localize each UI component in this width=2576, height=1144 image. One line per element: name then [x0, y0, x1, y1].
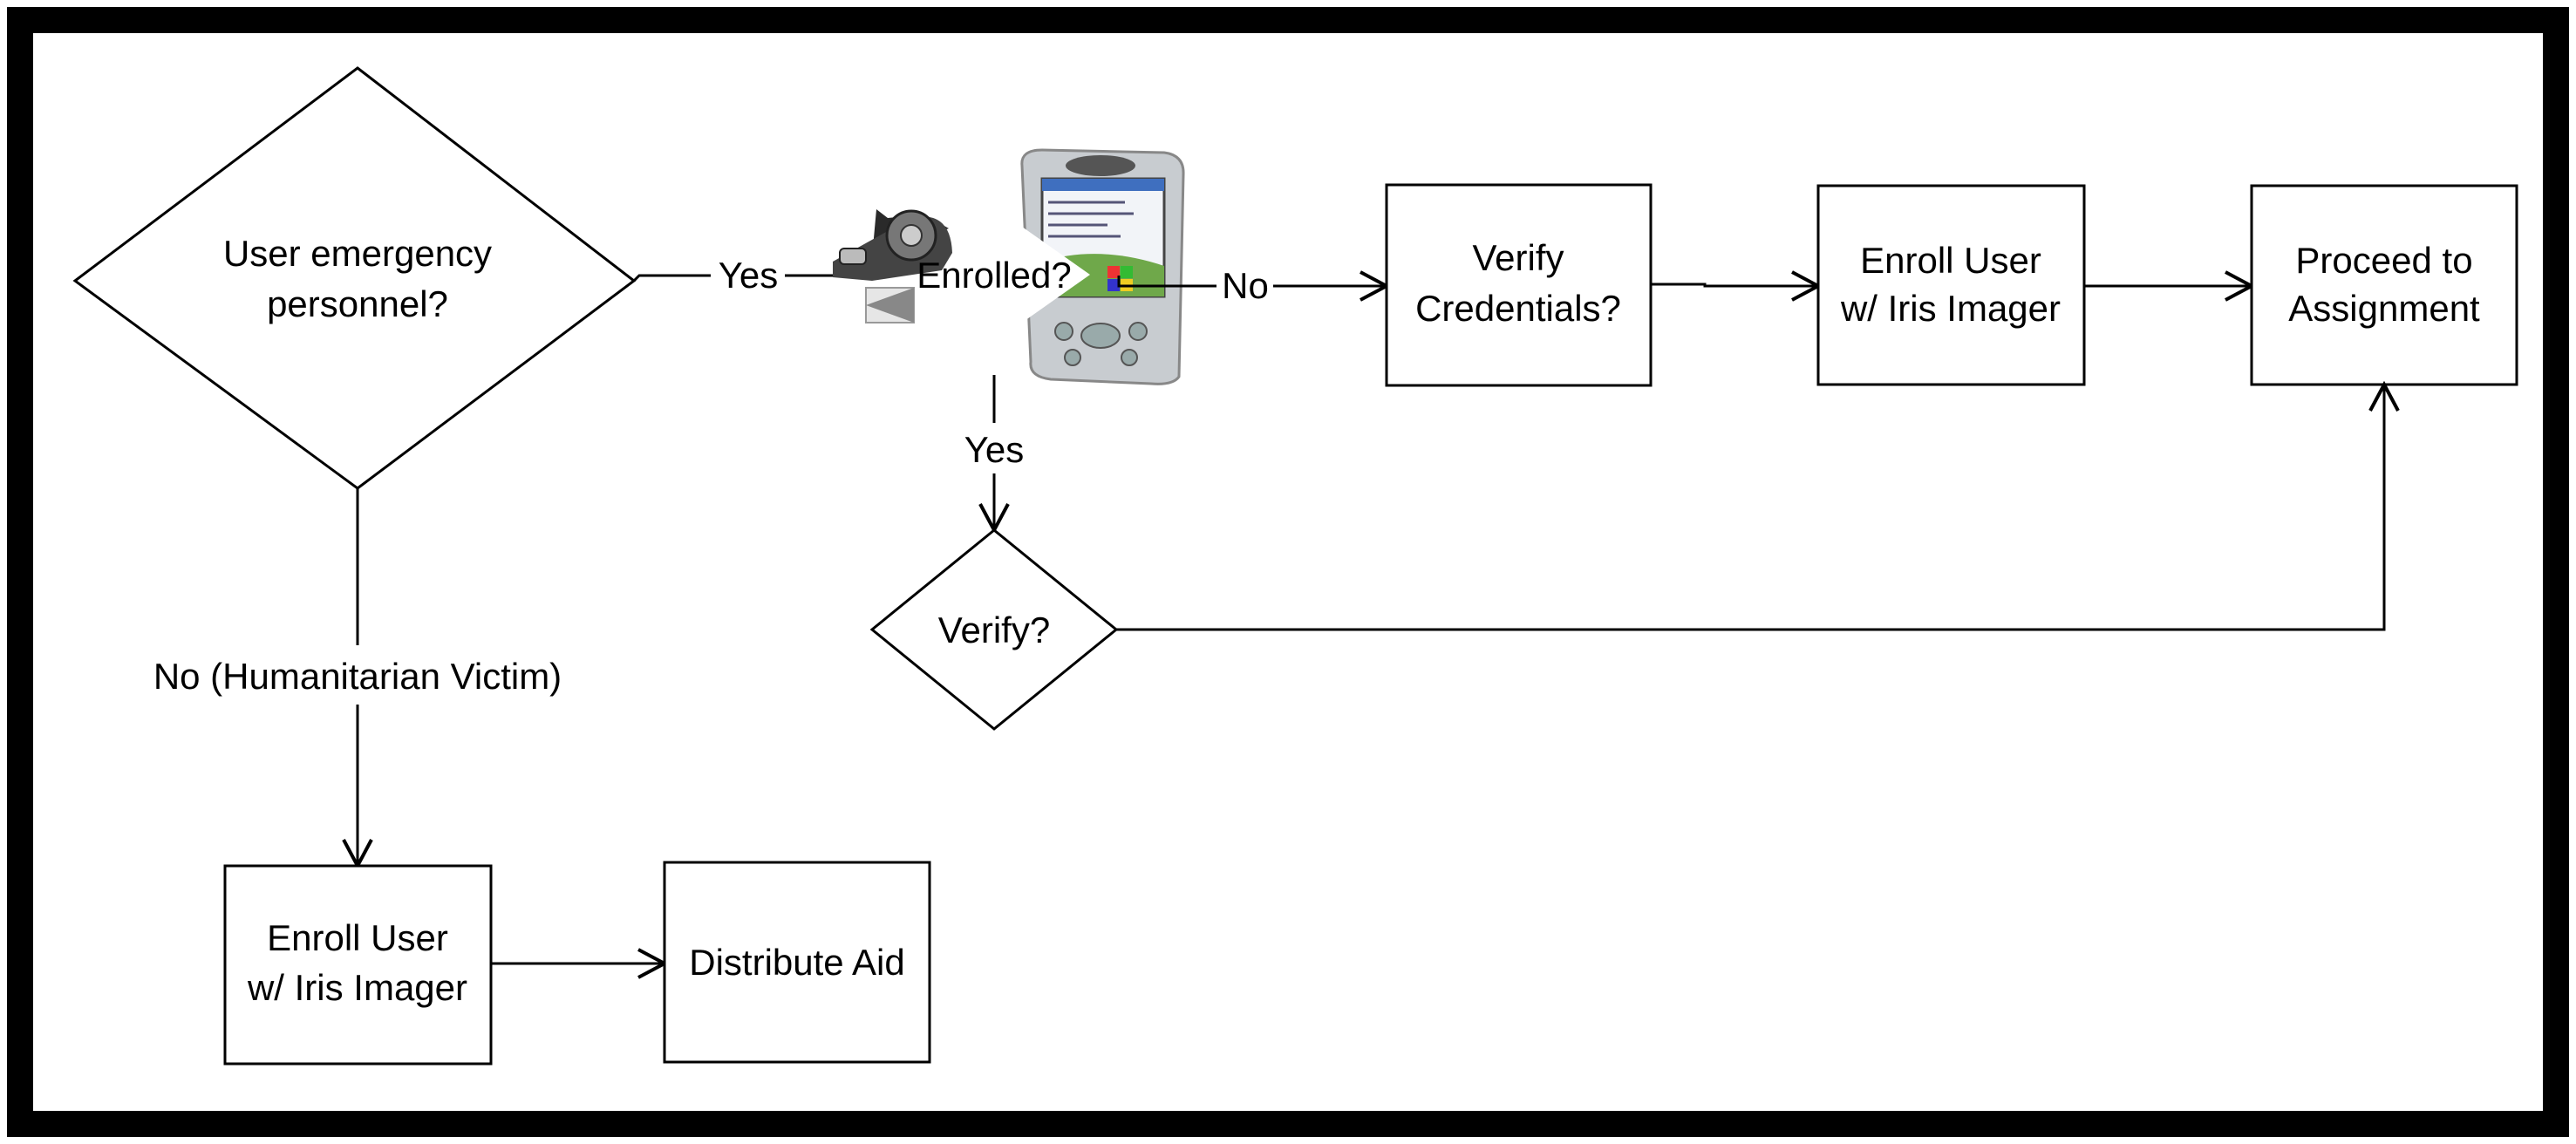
proceed-to-assignment-box: Proceed to Assignment [2250, 184, 2518, 386]
edge-label-emergency-no: No (Humanitarian Victim) [153, 656, 562, 697]
edge-enrolled-no: No [1117, 265, 1391, 306]
verify-credentials-line-1: Verify [1472, 237, 1564, 278]
proceed-line-1: Proceed to [2295, 240, 2472, 281]
verify-credentials-box: Verify Credentials? [1385, 183, 1653, 387]
edge-emergency-yes: Yes [632, 255, 872, 296]
enroll-user-box-top: Enroll User w/ Iris Imager [1816, 184, 2086, 386]
enroll-top-line-2: w/ Iris Imager [1840, 288, 2061, 329]
verify-decision-label: Verify? [938, 609, 1050, 650]
proceed-line-2: Assignment [2288, 288, 2480, 329]
edge-emergency-no: No (Humanitarian Victim) [153, 488, 562, 870]
edge-label-emergency-yes: Yes [719, 255, 779, 296]
enroll-bottom-line-1: Enroll User [267, 917, 448, 958]
emergency-line-1: User emergency [223, 233, 492, 274]
verify-decision: Verify? [869, 528, 1119, 731]
edge-label-enrolled-yes: Yes [964, 429, 1025, 470]
distribute-aid-box: Distribute Aid [663, 861, 931, 1064]
enroll-top-line-1: Enroll User [1860, 240, 2041, 281]
edge-verify-to-proceed [1116, 380, 2400, 631]
emergency-line-2: personnel? [267, 283, 448, 324]
enrolled-decision-label: Enrolled? [917, 255, 1071, 296]
iris-camera-icon [833, 209, 952, 323]
enroll-user-box-bottom: Enroll User w/ Iris Imager [223, 864, 493, 1066]
edge-credentials-to-enroll [1651, 270, 1823, 302]
edge-enrolled-yes: Yes [964, 375, 1025, 535]
enroll-bottom-line-2: w/ Iris Imager [247, 967, 467, 1008]
pda-device-icon [1020, 148, 1185, 385]
distribute-aid-label: Distribute Aid [689, 942, 904, 983]
verify-credentials-line-2: Credentials? [1415, 288, 1621, 329]
emergency-personnel-decision: User emergency personnel? [72, 66, 637, 490]
edge-label-enrolled-no: No [1222, 265, 1269, 306]
